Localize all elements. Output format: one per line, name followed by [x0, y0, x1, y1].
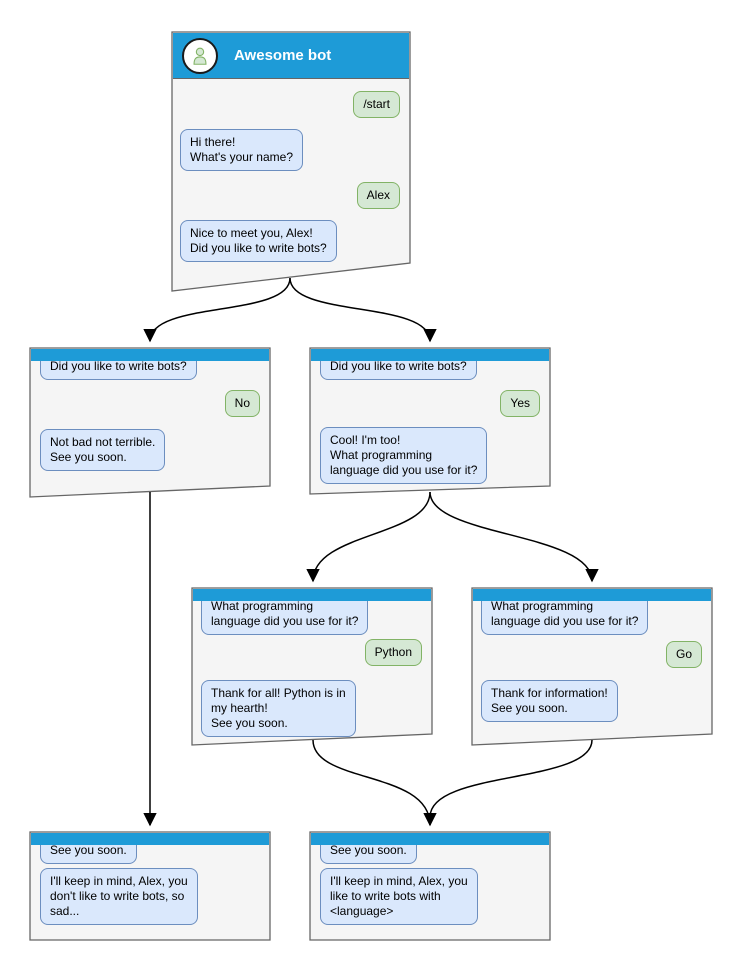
chat-node-main: Awesome bot /start Hi there! What's your… — [172, 32, 410, 292]
chat-node-end-yes: See you soon. I'll keep in mind, Alex, y… — [310, 832, 550, 940]
chat-header-strip — [473, 589, 711, 601]
message-bubble-user: Go — [665, 641, 702, 668]
message-bubble-user: Alex — [356, 182, 400, 209]
message-bubble-bot: I'll keep in mind, Alex, you don't like … — [40, 868, 198, 925]
chat-node-branch-go: What programming language did you use fo… — [472, 588, 712, 746]
message-bubble-bot: I'll keep in mind, Alex, you like to wri… — [320, 868, 478, 925]
chat-header-strip — [31, 833, 269, 845]
connector-yes-to-go — [429, 491, 599, 583]
message-bubble-user: /start — [353, 91, 400, 118]
connector-go-to-end — [429, 739, 593, 818]
connector-python-to-end — [312, 739, 437, 827]
connector-start-to-no — [143, 277, 291, 343]
chat-node-branch-python: What programming language did you use fo… — [192, 588, 432, 746]
chat-title: Awesome bot — [234, 47, 332, 64]
chat-header-strip — [31, 349, 269, 361]
chat-header-strip — [193, 589, 431, 601]
connector-yes-to-python — [306, 491, 431, 583]
chat-header-strip — [311, 349, 549, 361]
message-bubble-bot: Thank for all! Python is in my hearth! S… — [201, 680, 356, 737]
message-bubble-user: No — [224, 390, 260, 417]
chat-node-branch-no: Did you like to write bots? No Not bad n… — [30, 348, 270, 498]
message-bubble-user: Yes — [500, 390, 540, 417]
connector-start-to-yes — [289, 277, 437, 343]
chat-header-strip — [311, 833, 549, 845]
avatar — [182, 37, 218, 74]
chat-node-branch-yes: Did you like to write bots? Yes Cool! I'… — [310, 348, 550, 495]
message-bubble-user: Python — [364, 639, 422, 666]
message-bubble-bot: Hi there! What's your name? — [180, 129, 304, 171]
message-bubble-bot: Cool! I'm too! What programming language… — [320, 427, 488, 484]
message-bubble-bot: Thank for information! See you soon. — [481, 680, 618, 722]
message-bubble-bot: Not bad not terrible. See you soon. — [40, 429, 166, 471]
chat-header: Awesome bot — [173, 33, 409, 79]
chat-node-end-no: See you soon. I'll keep in mind, Alex, y… — [30, 832, 270, 940]
message-bubble-bot: Nice to meet you, Alex! Did you like to … — [180, 220, 337, 262]
person-icon — [193, 47, 207, 65]
